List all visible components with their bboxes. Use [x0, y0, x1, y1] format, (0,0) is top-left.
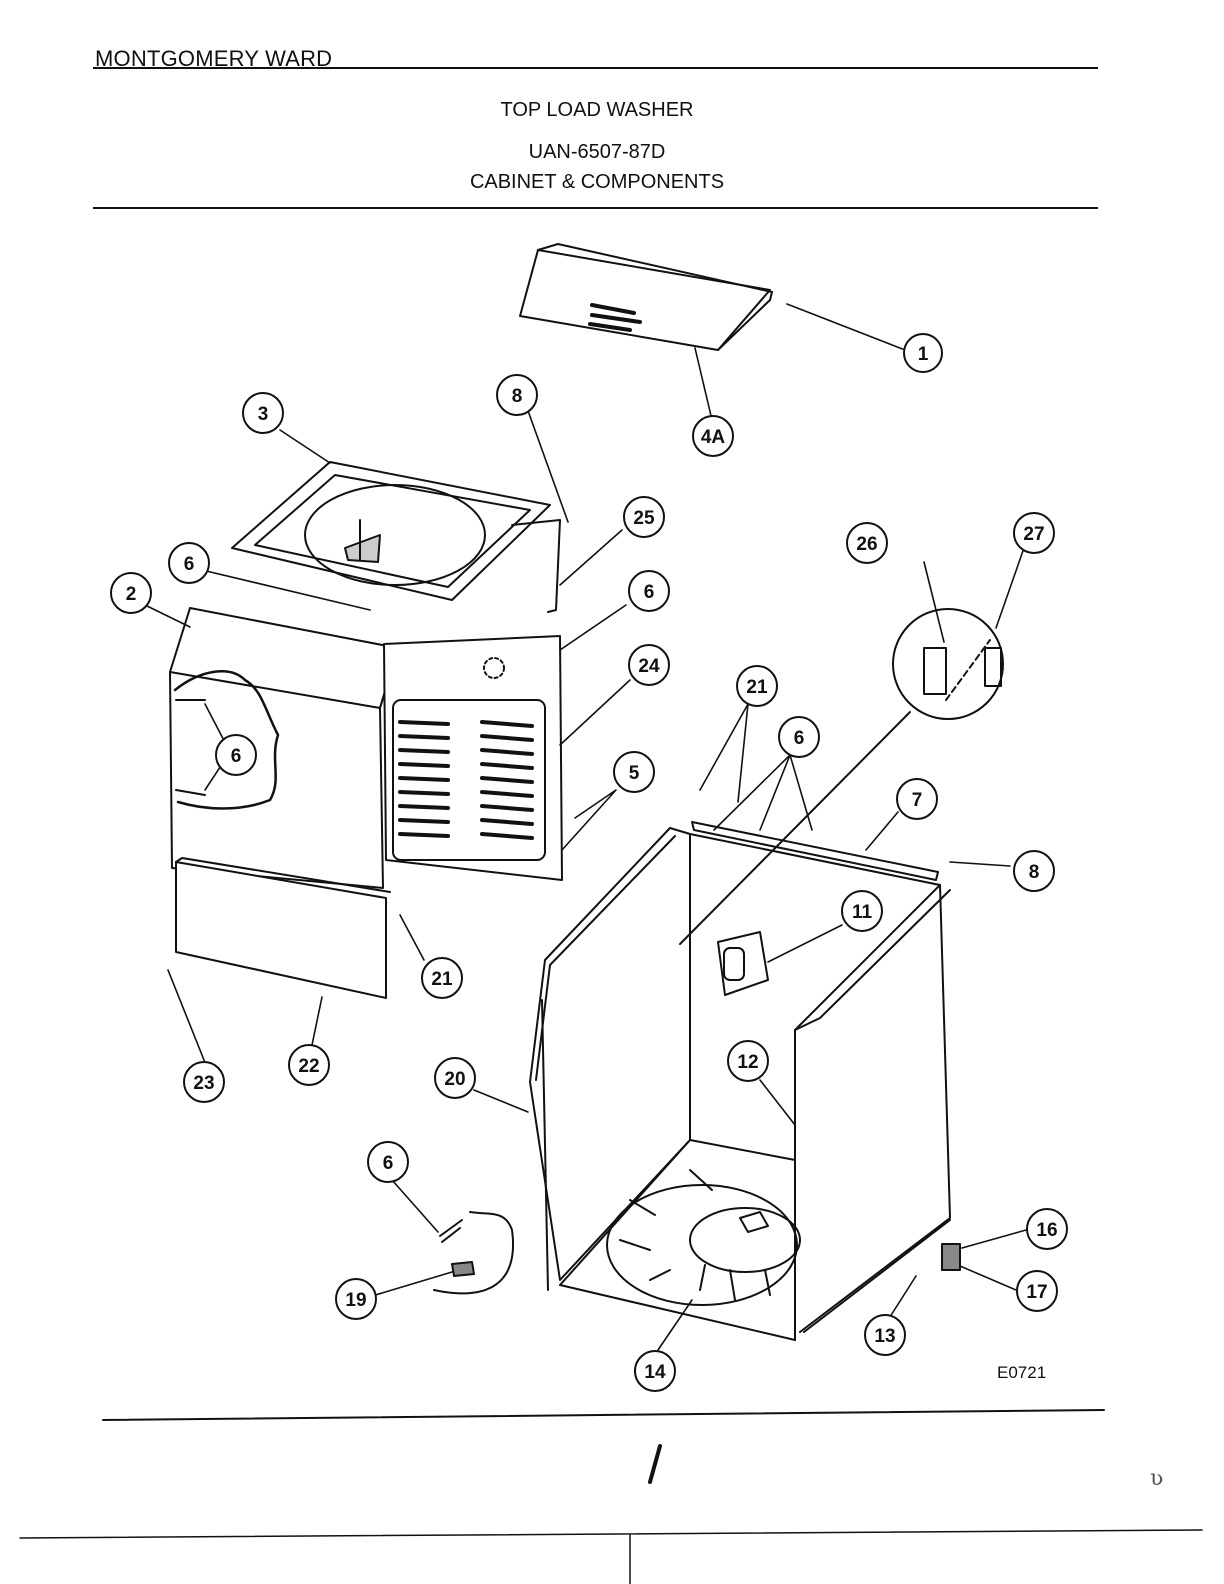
- callout-2: 2: [110, 572, 152, 614]
- callout-7: 7: [896, 778, 938, 820]
- rear-panel-part: [383, 635, 563, 881]
- svg-text:13: 13: [874, 1326, 895, 1347]
- svg-text:8: 8: [512, 386, 523, 407]
- svg-text:6: 6: [794, 728, 805, 749]
- callout-20: 20: [434, 1057, 476, 1099]
- svg-text:17: 17: [1026, 1282, 1047, 1303]
- svg-text:6: 6: [644, 582, 655, 603]
- leveling-leg-part: [941, 1243, 961, 1271]
- callout-6-front: 6: [215, 734, 257, 776]
- svg-text:14: 14: [644, 1362, 666, 1383]
- callout-21-kick: 21: [421, 957, 463, 999]
- pump-bracket-part: [451, 1261, 475, 1277]
- callout-4a: 4A: [692, 415, 734, 457]
- svg-text:22: 22: [298, 1056, 319, 1077]
- kick-panel-part: [175, 857, 391, 999]
- header-bottom-rule: [93, 207, 1098, 209]
- capacitor-detail-part: [679, 608, 1004, 945]
- callout-27: 27: [1013, 512, 1055, 554]
- top-cover-part: [231, 461, 551, 601]
- top-rail-part: [691, 821, 939, 881]
- section-title: CABINET & COMPONENTS: [469, 171, 725, 193]
- svg-text:24: 24: [638, 656, 660, 677]
- svg-text:19: 19: [345, 1290, 366, 1311]
- callout-6-rear: 6: [628, 570, 670, 612]
- svg-text:6: 6: [231, 746, 242, 767]
- callout-16: 16: [1026, 1208, 1068, 1250]
- callout-bubbles: 1 4A 3 8 25 26 27 6 2 6 24 6 21 6 5 7 8 …: [110, 333, 1068, 1392]
- svg-text:7: 7: [912, 790, 923, 811]
- callout-6-rail: 6: [778, 716, 820, 758]
- callout-23: 23: [183, 1061, 225, 1103]
- pen-mark: [648, 1444, 662, 1484]
- svg-text:26: 26: [856, 534, 877, 555]
- svg-text:20: 20: [444, 1069, 465, 1090]
- screw-part: [439, 1219, 463, 1243]
- callout-8-rail: 8: [1013, 850, 1055, 892]
- footer-rule: [102, 1409, 1105, 1421]
- callout-22: 22: [288, 1044, 330, 1086]
- svg-text:12: 12: [737, 1052, 758, 1073]
- callout-25: 25: [623, 496, 665, 538]
- callout-13: 13: [864, 1314, 906, 1356]
- svg-text:6: 6: [184, 554, 195, 575]
- svg-text:8: 8: [1029, 862, 1040, 883]
- svg-text:11: 11: [852, 902, 873, 923]
- console-panel-part: [519, 243, 773, 351]
- leader-lines: [144, 303, 1027, 1351]
- callout-6-bottom: 6: [367, 1141, 409, 1183]
- cabinet-body-part: [529, 827, 951, 1341]
- svg-text:4A: 4A: [701, 427, 726, 448]
- callout-14: 14: [634, 1350, 676, 1392]
- callout-6-lid: 6: [168, 542, 210, 584]
- mount-bracket-slot: [723, 947, 745, 981]
- svg-text:2: 2: [126, 584, 137, 605]
- callout-21-top: 21: [736, 665, 778, 707]
- callout-11: 11: [841, 890, 883, 932]
- bracket-part: [511, 519, 561, 613]
- page-title: TOP LOAD WASHER: [500, 99, 694, 121]
- callout-26: 26: [846, 522, 888, 564]
- diagram-code: E0721: [997, 1363, 1047, 1382]
- svg-text:21: 21: [431, 969, 453, 990]
- svg-text:3: 3: [258, 404, 269, 425]
- callout-12: 12: [727, 1040, 769, 1082]
- top-rule: [93, 67, 1098, 69]
- svg-text:23: 23: [193, 1073, 214, 1094]
- svg-text:5: 5: [629, 763, 640, 784]
- callout-8-top: 8: [496, 374, 538, 416]
- svg-text:1: 1: [918, 344, 929, 365]
- callout-17: 17: [1016, 1270, 1058, 1312]
- svg-text:27: 27: [1023, 524, 1044, 545]
- callout-5: 5: [613, 751, 655, 793]
- model-number: UAN-6507-87D: [528, 141, 666, 163]
- callout-1: 1: [903, 333, 943, 373]
- callout-19: 19: [335, 1278, 377, 1320]
- callout-3: 3: [242, 392, 284, 434]
- margin-mark: ʋ: [1150, 1466, 1164, 1491]
- callout-24: 24: [628, 644, 670, 686]
- svg-text:6: 6: [383, 1153, 394, 1174]
- bottom-rule: [19, 1529, 1203, 1539]
- svg-text:25: 25: [633, 508, 655, 529]
- front-panel-part: [169, 607, 399, 889]
- svg-text:21: 21: [746, 677, 768, 698]
- svg-text:16: 16: [1036, 1220, 1057, 1241]
- brand-name: MONTGOMERY WARD: [95, 46, 333, 71]
